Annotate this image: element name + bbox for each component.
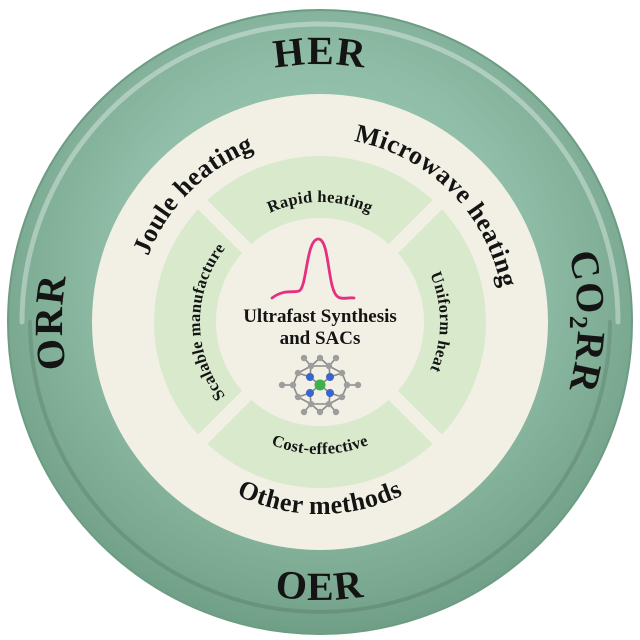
sac-molecule-icon — [278, 354, 362, 416]
outer-ring-label-oer: OER — [274, 561, 367, 609]
metal-atom — [314, 379, 326, 391]
outer-ring-top-highlight — [19, 21, 621, 325]
center-title-line2: and SACs — [280, 328, 361, 349]
center-title-line1: Ultrafast Synthesis — [243, 306, 397, 327]
carbon-atoms — [278, 354, 362, 416]
temperature-spike-curve-icon — [270, 237, 356, 300]
outer-ring-label-her: HER — [271, 28, 370, 77]
outer-ring-edge — [7, 9, 633, 635]
nitrogen-atoms — [306, 373, 334, 397]
outer-ring-label-orr: ORR — [26, 271, 75, 372]
outer-ring-bottom-shade — [28, 320, 612, 614]
center-circle — [216, 218, 424, 426]
